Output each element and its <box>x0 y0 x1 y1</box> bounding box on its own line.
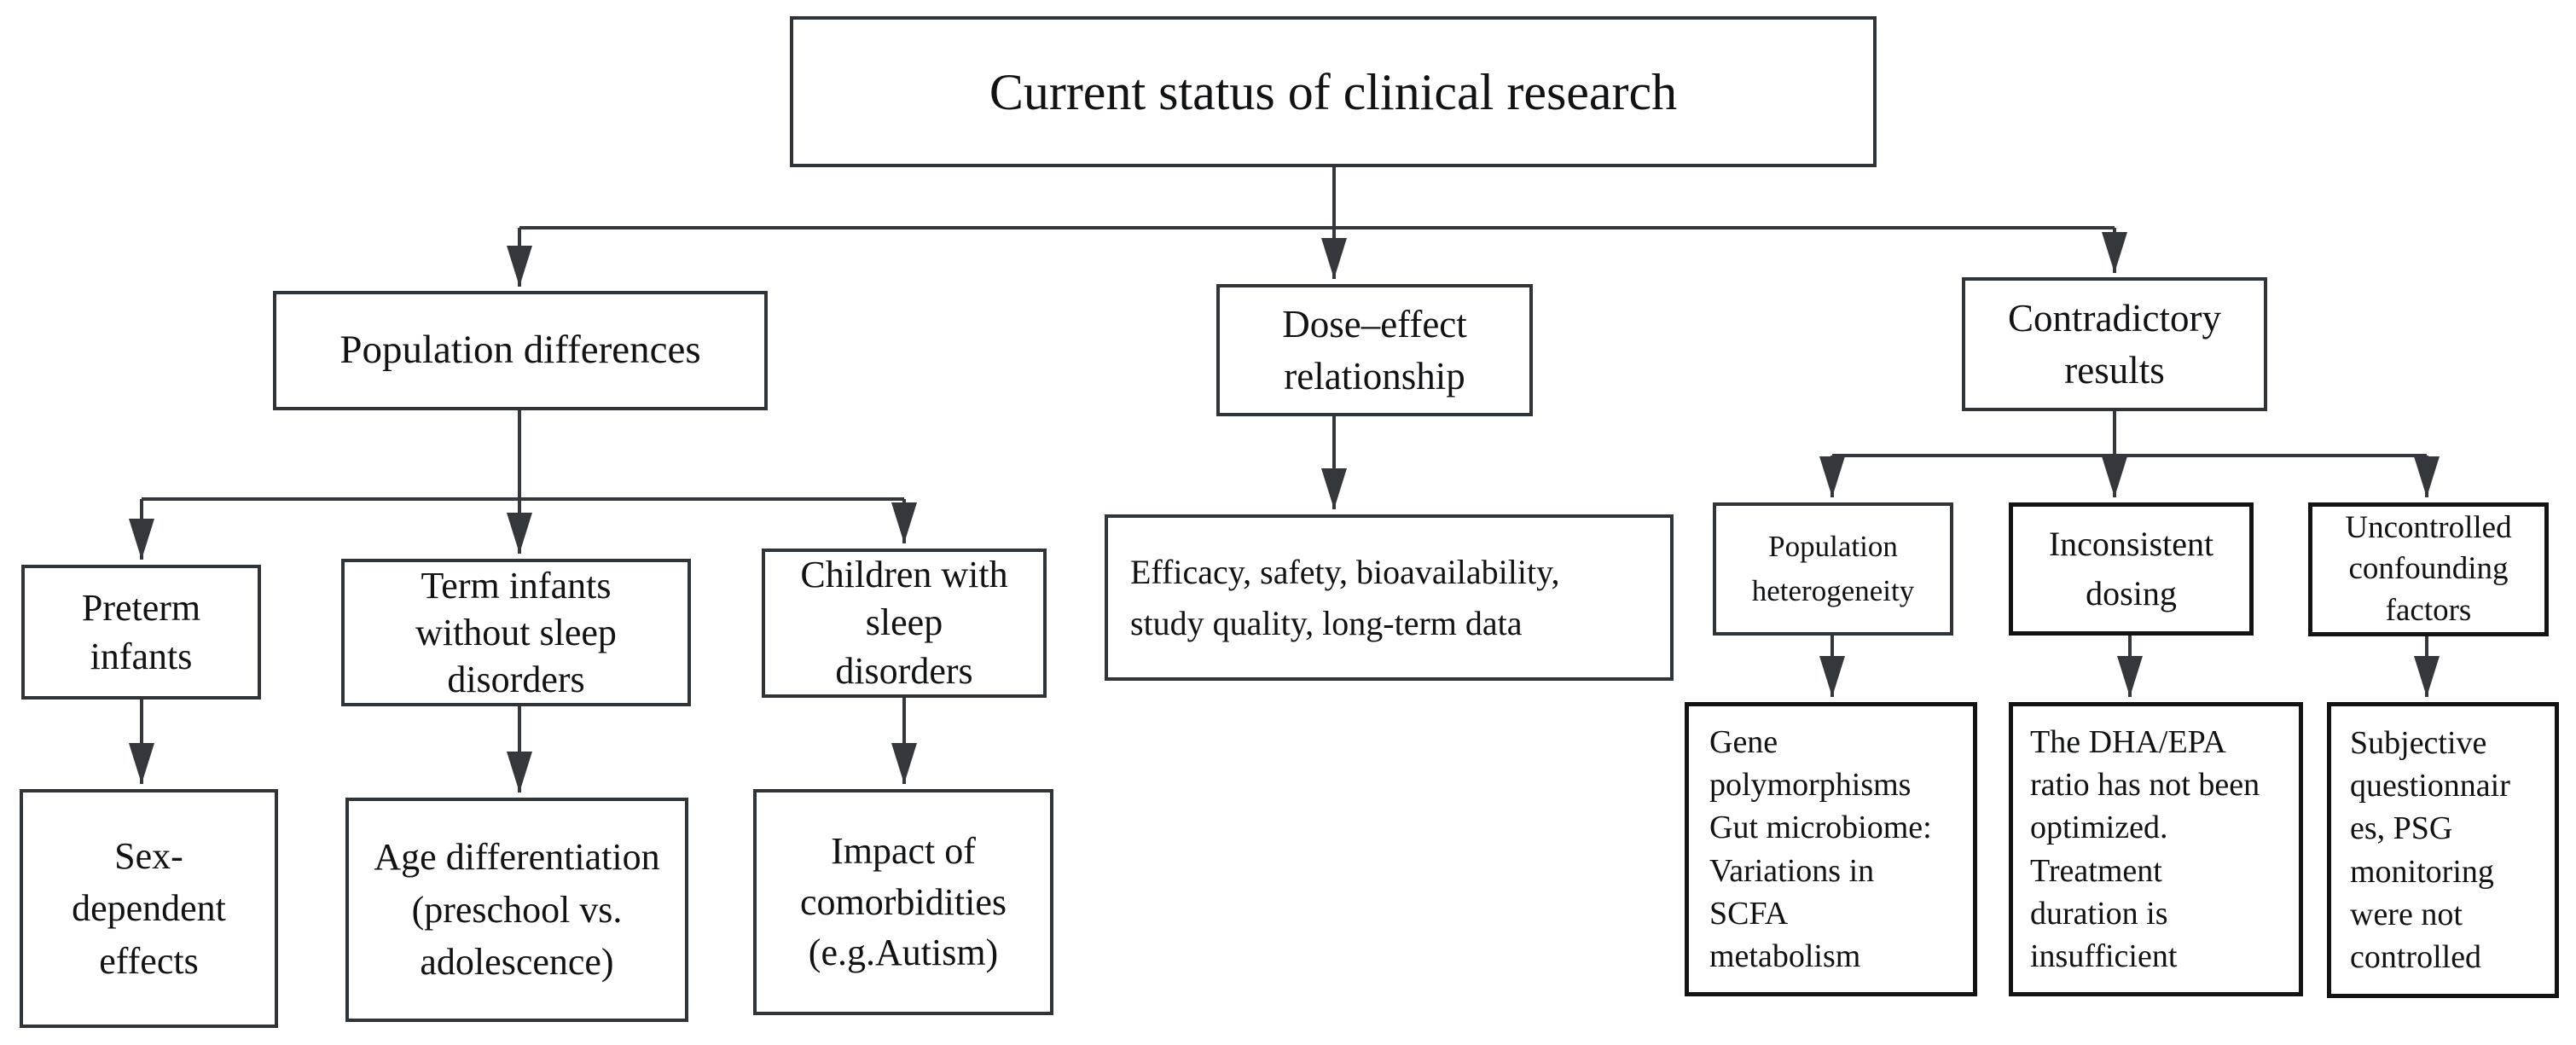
node-children-sleep-label: Children with sleep disorders <box>800 554 1008 692</box>
node-age-differentiation-label: Age differentiation (preschool vs. adole… <box>374 836 660 984</box>
node-preterm-infants: Preterm infants <box>21 565 261 700</box>
node-age-differentiation: Age differentiation (preschool vs. adole… <box>345 798 688 1022</box>
node-term-infants-label: Term infants without sleep disorders <box>415 565 617 700</box>
node-sex-dependent-effects-label: Sex- dependent effects <box>72 834 226 982</box>
node-dose-effect-label: Dose–effect relationship <box>1282 302 1467 398</box>
node-population-differences: Population differences <box>273 291 768 410</box>
node-subjective-questionnaires-label: Subjective questionnair es, PSG monitori… <box>2350 725 2510 975</box>
node-inconsistent-dosing: Inconsistent dosing <box>2009 502 2254 636</box>
node-gene-polymorphisms-gut-microbiome: Gene polymorphisms Gut microbiome: Varia… <box>1685 702 1977 996</box>
node-population-differences-label: Population differences <box>339 328 701 373</box>
node-uncontrolled-confounding-factors: Uncontrolled confounding factors <box>2308 502 2549 636</box>
node-impact-comorbidities-label: Impact of comorbidities (e.g.Autism) <box>800 830 1007 974</box>
node-dose-effect-relationship: Dose–effect relationship <box>1216 284 1533 416</box>
node-term-infants-without-sleep-disorders: Term infants without sleep disorders <box>341 559 691 706</box>
node-inconsistent-dosing-label: Inconsistent dosing <box>2048 525 2214 612</box>
node-efficacy-safety-bioavailability: Efficacy, safety, bioavailability, study… <box>1105 514 1674 681</box>
node-preterm-infants-label: Preterm infants <box>81 586 201 677</box>
node-dha-epa-label: The DHA/EPA ratio has not been optimized… <box>2030 724 2260 974</box>
node-gene-polymorphisms-label: Gene polymorphisms Gut microbiome: Varia… <box>1709 724 1932 974</box>
node-uncontrolled-confounding-label: Uncontrolled confounding factors <box>2345 510 2512 628</box>
node-current-status-clinical-research: Current status of clinical research <box>790 16 1877 167</box>
node-contradictory-results: Contradictory results <box>1962 277 2267 411</box>
node-population-heterogeneity: Population heterogeneity <box>1713 502 1953 636</box>
node-population-heterogeneity-label: Population heterogeneity <box>1751 529 1915 608</box>
node-contradictory-results-label: Contradictory results <box>2008 296 2221 392</box>
node-efficacy-label: Efficacy, safety, bioavailability, study… <box>1130 552 1560 642</box>
node-children-with-sleep-disorders: Children with sleep disorders <box>762 549 1047 698</box>
node-subjective-questionnaires-psg: Subjective questionnair es, PSG monitori… <box>2327 702 2559 998</box>
node-current-status-label: Current status of clinical research <box>989 63 1678 120</box>
node-dha-epa-ratio: The DHA/EPA ratio has not been optimized… <box>2009 702 2303 996</box>
node-impact-of-comorbidities: Impact of comorbidities (e.g.Autism) <box>753 789 1053 1015</box>
node-sex-dependent-effects: Sex- dependent effects <box>20 789 278 1028</box>
